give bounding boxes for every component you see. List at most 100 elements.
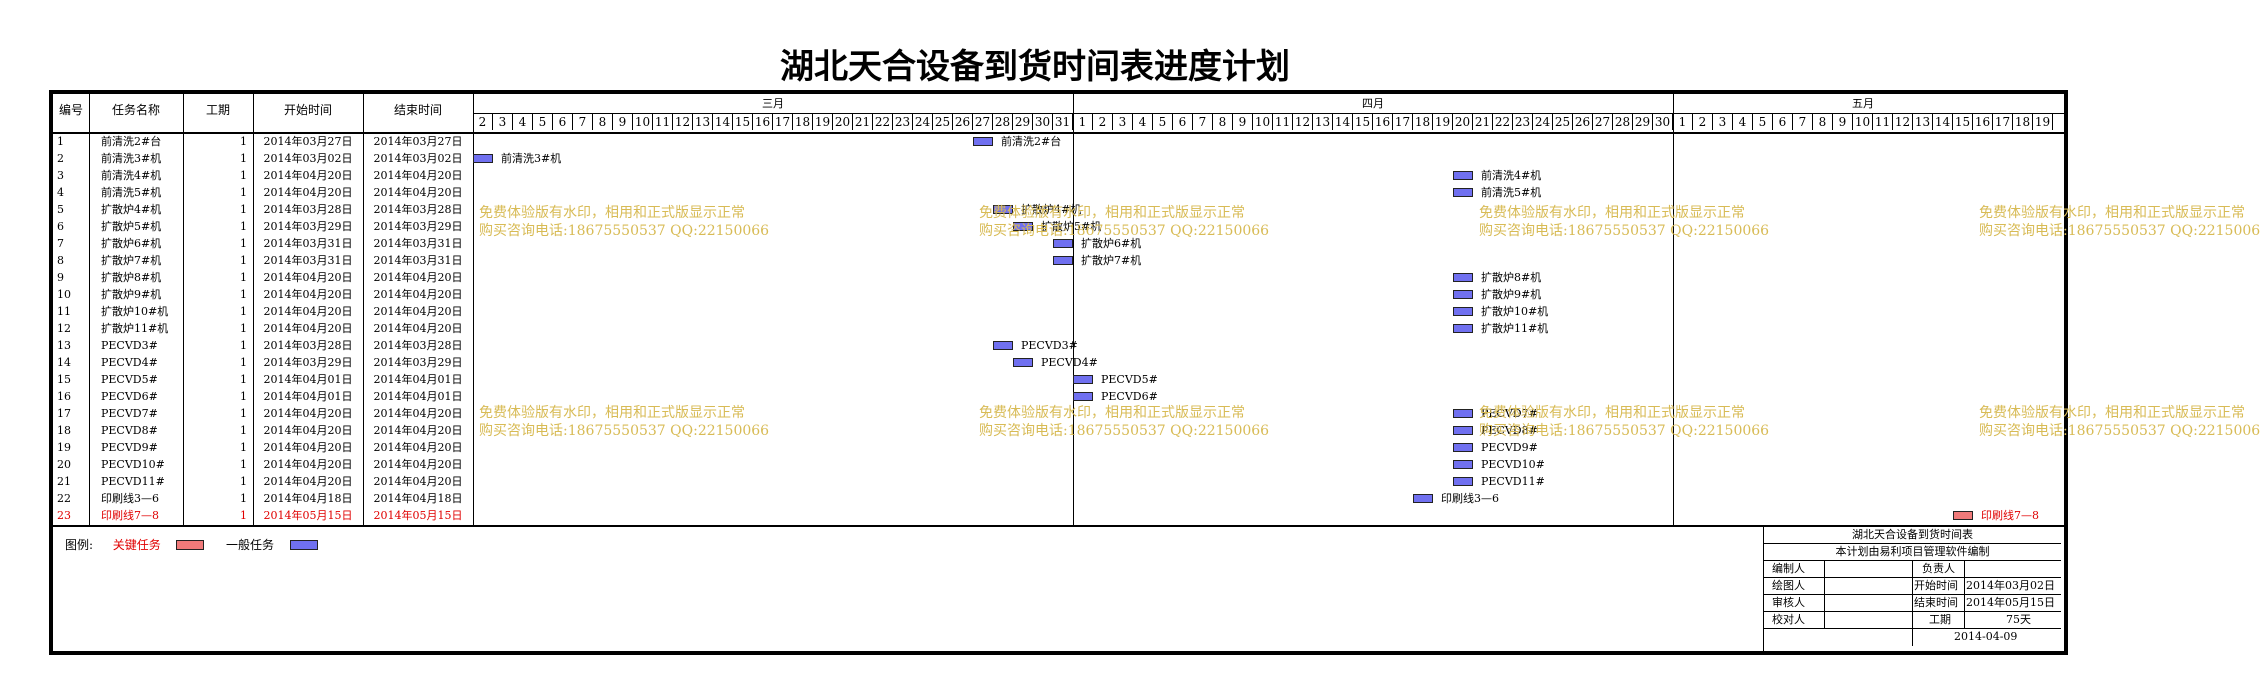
day-header: 18 [1413,114,1433,130]
gantt-bar[interactable] [1073,392,1093,401]
col-header-name: 任务名称 [111,103,160,117]
gantt-bar[interactable] [1053,239,1073,248]
task-end: 2014年03月31日 [373,254,463,267]
watermark-text: 免费体验版有水印，相用和正式版显示正常 [979,405,1245,421]
header-divider [473,113,2064,114]
task-end: 2014年04月20日 [373,169,463,182]
task-name: PECVD8# [101,424,158,437]
day-header: 8 [1813,114,1833,130]
task-start: 2014年03月27日 [263,135,353,148]
gantt-bar[interactable] [1453,409,1473,418]
task-name: PECVD6# [101,390,158,403]
gantt-bar[interactable] [1013,222,1033,231]
task-name: 扩散炉8#机 [101,271,162,284]
task-id: 6 [57,220,64,233]
task-end: 2014年03月02日 [373,152,463,165]
watermark-text: 免费体验版有水印，相用和正式版显示正常 [1979,205,2245,221]
task-duration: 1 [240,458,247,471]
task-start: 2014年04月20日 [263,407,353,420]
gantt-bar[interactable] [473,154,493,163]
task-end: 2014年04月18日 [373,492,463,505]
month-header: 五月 [1852,97,1874,110]
day-header: 24 [1533,114,1553,130]
task-name: 扩散炉5#机 [101,220,162,233]
gantt-bar[interactable] [1453,273,1473,282]
gantt-bar[interactable] [993,341,1013,350]
gantt-bar[interactable] [1013,358,1033,367]
info-divider [1964,561,1965,629]
task-id: 9 [57,271,64,284]
day-header: 6 [553,114,573,130]
gantt-bar[interactable] [1453,290,1473,299]
day-header: 4 [1133,114,1153,130]
gantt-bar-label: PECVD6# [1101,390,1158,403]
day-header: 28 [1613,114,1633,130]
watermark-text: 免费体验版有水印，相用和正式版显示正常 [479,405,745,421]
gantt-bar[interactable] [1953,511,1973,520]
gantt-bar[interactable] [1453,477,1473,486]
day-header: 13 [1313,114,1333,130]
task-start: 2014年04月20日 [263,169,353,182]
day-header: 14 [1333,114,1353,130]
task-name: PECVD5# [101,373,158,386]
info-subtitle: 本计划由易利项目管理软件编制 [1764,544,2061,561]
gantt-bar[interactable] [1453,443,1473,452]
legend-normal-label: 一般任务 [226,538,275,552]
gantt-bar[interactable] [1073,375,1093,384]
task-name: 前清洗2#台 [101,135,162,148]
day-header: 1 [1673,114,1693,130]
task-id: 13 [57,339,71,352]
task-duration: 1 [240,475,247,488]
task-name: 前清洗3#机 [101,152,162,165]
day-header: 3 [1713,114,1733,130]
gantt-bar[interactable] [1453,426,1473,435]
gantt-bar-label: 扩散炉8#机 [1481,271,1542,284]
task-id: 3 [57,169,64,182]
task-id: 4 [57,186,64,199]
task-start: 2014年04月01日 [263,390,353,403]
task-end: 2014年03月28日 [373,339,463,352]
task-end: 2014年04月01日 [373,373,463,386]
gantt-bar[interactable] [1453,188,1473,197]
gantt-bar[interactable] [973,137,993,146]
info-reviewer-label: 审核人 [1772,596,1805,609]
day-header: 7 [1793,114,1813,130]
gantt-bar[interactable] [1453,460,1473,469]
gantt-bar[interactable] [1453,171,1473,180]
task-name: PECVD10# [101,458,165,471]
legend-critical-swatch [176,539,205,550]
gantt-bar-label: PECVD4# [1041,356,1098,369]
gantt-bar[interactable] [1053,256,1073,265]
gantt-bar[interactable] [993,205,1013,214]
watermark-text: 免费体验版有水印，相用和正式版显示正常 [1979,405,2245,421]
gantt-bar[interactable] [1413,494,1433,503]
month-divider [1073,94,1074,525]
day-header: 29 [1633,114,1653,130]
task-start: 2014年04月20日 [263,424,353,437]
task-name: 扩散炉11#机 [101,322,169,335]
gantt-bar-label: 前清洗3#机 [501,152,562,165]
gantt-bar[interactable] [1453,307,1473,316]
grid-bottom-line [53,525,2064,527]
task-id: 10 [57,288,71,301]
task-start: 2014年03月29日 [263,356,353,369]
day-header: 12 [673,114,693,130]
gantt-bar[interactable] [1453,324,1473,333]
task-end: 2014年04月20日 [373,475,463,488]
day-header: 14 [713,114,733,130]
column-divider [253,94,254,525]
task-start: 2014年04月20日 [263,271,353,284]
gantt-bar-label: 扩散炉7#机 [1081,254,1142,267]
info-divider [1824,561,1825,629]
day-header: 25 [933,114,953,130]
task-id: 8 [57,254,64,267]
day-header: 22 [1493,114,1513,130]
task-name: PECVD3# [101,339,158,352]
gantt-bar-label: PECVD9# [1481,441,1538,454]
task-duration: 1 [240,186,247,199]
task-end: 2014年03月29日 [373,356,463,369]
task-end: 2014年04月20日 [373,305,463,318]
task-id: 11 [57,305,71,318]
info-end-label: 结束时间 [1914,596,1958,609]
